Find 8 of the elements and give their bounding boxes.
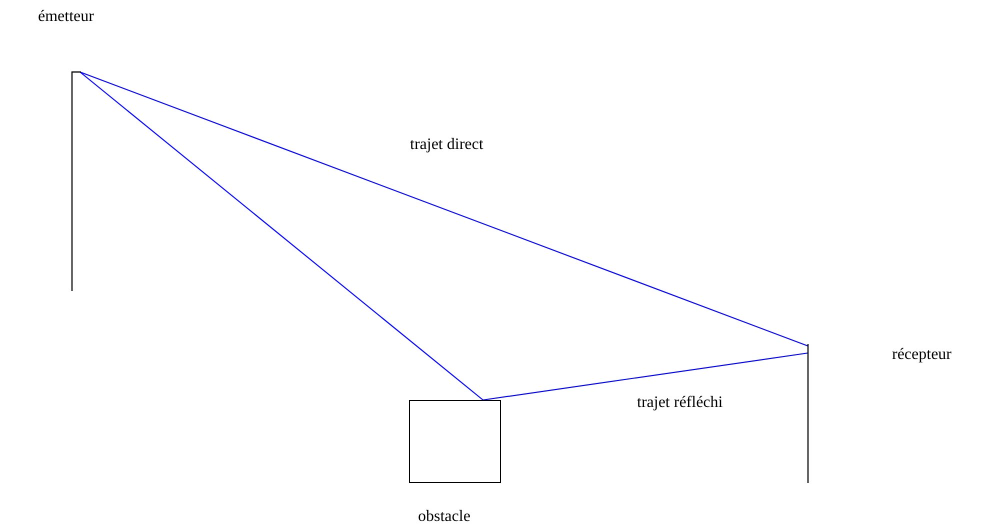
receiver-label: récepteur bbox=[892, 346, 952, 364]
edge-label: trajet réfléchi bbox=[637, 394, 723, 412]
signal-path-line bbox=[80, 71, 808, 347]
signal-path-line bbox=[482, 352, 808, 401]
node-caption: obstacle bbox=[418, 508, 470, 526]
signal-path-line bbox=[80, 72, 484, 400]
edge-label: trajet direct bbox=[410, 136, 484, 154]
node-caption: émetteur bbox=[38, 8, 94, 26]
